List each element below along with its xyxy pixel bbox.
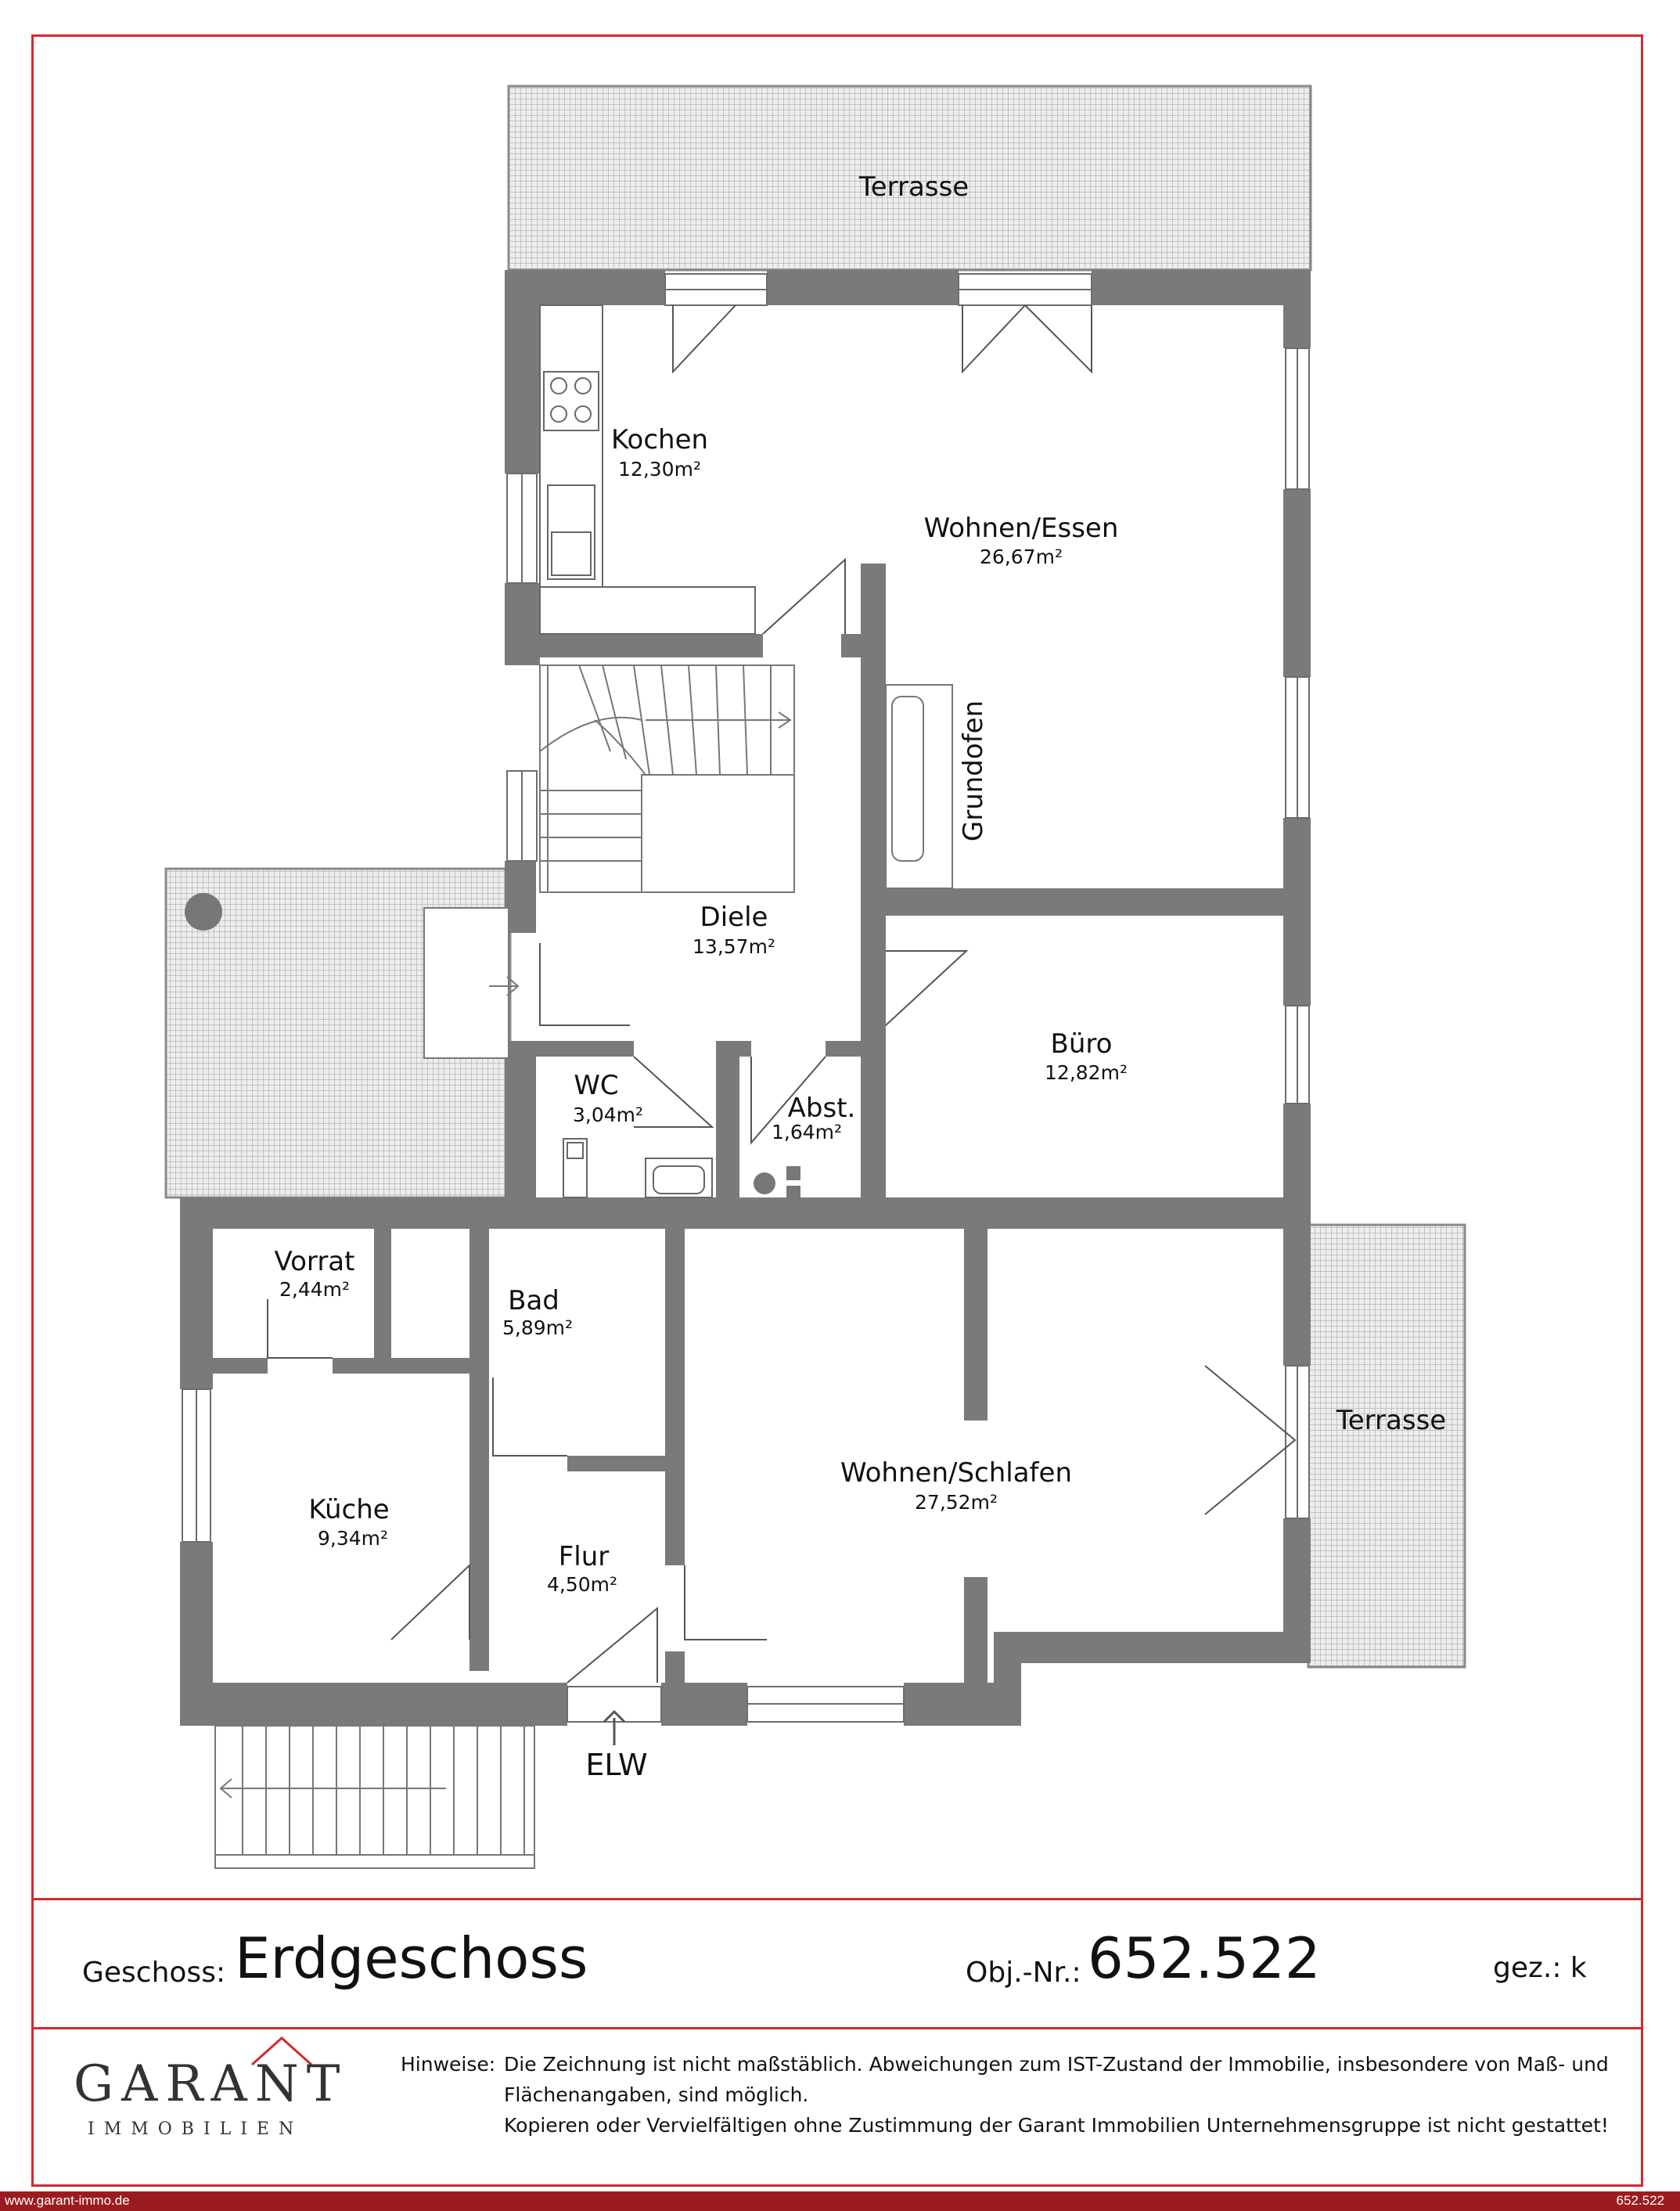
- room-bad: Bad: [508, 1285, 559, 1316]
- divider-notes: [31, 2027, 1643, 2029]
- room-kochen: Kochen: [611, 424, 708, 456]
- room-wohnen-schlafen: Wohnen/Schlafen: [840, 1457, 1072, 1489]
- terrace-top: [507, 85, 1312, 272]
- entrance-label: ELW: [585, 1748, 647, 1782]
- note-line-3: Kopieren oder Vervielfältigen ohne Zusti…: [504, 2114, 1609, 2137]
- garant-logo: GARANT IMMOBILIEN: [69, 2035, 343, 2144]
- room-buero-area: 12,82m²: [1045, 1061, 1128, 1084]
- wc-fixtures: [563, 1138, 713, 1198]
- logo-sub-text: IMMOBILIEN: [88, 2119, 304, 2139]
- sheet-frame: [31, 34, 1643, 2187]
- divider-title: [31, 1898, 1643, 1900]
- note-line-1: Die Zeichnung ist nicht maßstäblich. Abw…: [504, 2053, 1609, 2076]
- room-wohnen-essen: Wohnen/Essen: [924, 513, 1119, 544]
- room-grundofen: Grundofen: [958, 700, 989, 841]
- room-vorrat: Vorrat: [275, 1246, 355, 1277]
- room-abst-area: 1,64m²: [772, 1121, 842, 1143]
- kitchen-counter: [539, 304, 756, 635]
- terrace-right: [1307, 1223, 1466, 1669]
- object-number-value: 652.522: [1088, 1925, 1321, 1991]
- walls: [180, 270, 1311, 1726]
- geschoss-label: Geschoss:: [82, 1957, 226, 1989]
- elw-arrow: [603, 1709, 626, 1745]
- grundofen: [885, 684, 953, 889]
- notes-label: Hinweise:: [401, 2053, 496, 2076]
- staircase: [539, 664, 795, 893]
- entry-porch: [423, 907, 520, 1059]
- room-kochen-area: 12,30m²: [618, 458, 701, 481]
- room-wohnen-essen-area: 26,67m²: [980, 546, 1063, 568]
- room-bad-area: 5,89m²: [502, 1316, 573, 1339]
- bottom-object-number: 652.522: [1616, 2193, 1664, 2208]
- room-flur-area: 4,50m²: [547, 1573, 617, 1596]
- room-diele: Diele: [700, 902, 768, 933]
- logo-roof-icon: [250, 2036, 313, 2066]
- room-wc: WC: [574, 1070, 618, 1101]
- room-wohnen-schlafen-area: 27,52m²: [915, 1491, 998, 1514]
- room-kueche-area: 9,34m²: [318, 1527, 388, 1550]
- room-terrasse-right: Terrasse: [1336, 1405, 1446, 1436]
- room-wc-area: 3,04m²: [573, 1104, 643, 1126]
- floor-plan: Terrasse Kochen 12,30m² Wohnen/Essen 26,…: [164, 85, 1466, 1869]
- room-abst: Abst.: [788, 1093, 856, 1124]
- geschoss-value: Erdgeschoss: [235, 1925, 588, 1991]
- chimney-symbols: [754, 1166, 800, 1200]
- disclaimer-notes: Hinweise: Die Zeichnung ist nicht maßstäb…: [401, 2049, 1609, 2141]
- website-link[interactable]: www.garant-immo.de: [5, 2193, 130, 2208]
- windows: [182, 273, 1310, 1723]
- drawn-by: gez.: k: [1493, 1952, 1587, 1984]
- room-vorrat-area: 2,44m²: [279, 1278, 350, 1301]
- door-swings: [267, 304, 1297, 1683]
- room-buero: Büro: [1051, 1028, 1113, 1060]
- room-diele-area: 13,57m²: [693, 935, 775, 958]
- logo-main-text: GARANT: [74, 2055, 348, 2113]
- note-line-2: Flächenangaben, sind möglich.: [504, 2083, 809, 2106]
- room-labels: Terrasse Kochen 12,30m² Wohnen/Essen 26,…: [275, 171, 1447, 1782]
- bottom-bar: www.garant-immo.de 652.522: [0, 2191, 1680, 2211]
- room-kueche: Küche: [308, 1494, 389, 1525]
- outside-stairs: [214, 1725, 535, 1869]
- room-flur: Flur: [559, 1541, 610, 1572]
- object-number-label: Obj.-Nr.:: [966, 1957, 1081, 1989]
- room-terrasse-top: Terrasse: [858, 171, 969, 203]
- terrace-round-object: [185, 893, 222, 931]
